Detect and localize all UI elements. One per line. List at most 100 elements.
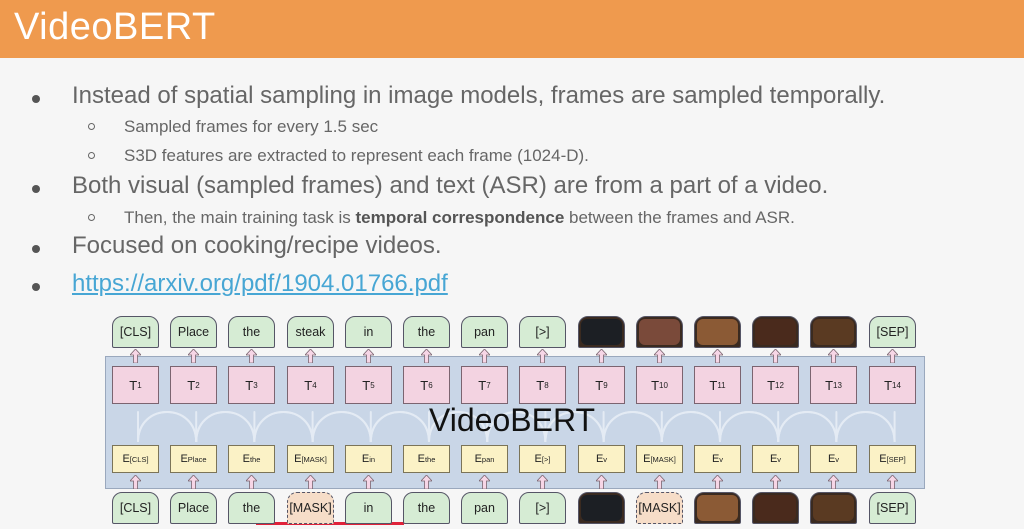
video-frame-thumbnail	[813, 495, 854, 521]
t-subscript: 14	[892, 380, 901, 390]
e-subscript: Place	[187, 454, 207, 464]
e-label: E	[879, 453, 887, 465]
t-label: T	[245, 377, 254, 393]
bullet-3: Focused on cooking/recipe videos.	[72, 232, 442, 259]
up-arrow-icon	[887, 475, 898, 489]
e-subscript: v	[835, 454, 840, 464]
e-subscript: [>]	[541, 454, 551, 464]
up-arrow-icon	[479, 349, 490, 363]
e-subscript: [MASK]	[650, 454, 676, 464]
input-embedding-e: E[>]	[519, 445, 566, 473]
e-label: E	[711, 453, 720, 465]
e-subscript: pan	[481, 454, 495, 464]
bottom-token: pan	[461, 492, 508, 524]
bottom-token	[810, 492, 857, 524]
slide-title: VideoBERT	[14, 6, 216, 48]
t-subscript: 8	[544, 380, 549, 390]
up-arrow-icon	[770, 349, 781, 363]
top-token: [SEP]	[869, 316, 916, 348]
t-subscript: 1	[137, 380, 142, 390]
bottom-token: [CLS]	[112, 492, 159, 524]
video-frame-thumbnail	[813, 319, 854, 345]
e-label: E	[534, 453, 542, 465]
attention-arc	[137, 411, 198, 442]
video-frame-thumbnail	[581, 319, 622, 345]
up-arrow-icon	[421, 475, 432, 489]
bottom-token: the	[228, 492, 275, 524]
sub-bullet-3-pre: Then, the main training task is	[124, 208, 356, 227]
top-token: the	[228, 316, 275, 348]
up-arrow-icon	[305, 349, 316, 363]
t-label: T	[767, 377, 776, 393]
top-token	[636, 316, 683, 348]
up-arrow-icon	[188, 349, 199, 363]
top-token: Place	[170, 316, 217, 348]
input-embedding-e: E[MASK]	[287, 445, 334, 473]
e-label: E	[417, 453, 425, 465]
e-subscript: v	[719, 454, 724, 464]
bottom-token	[752, 492, 799, 524]
top-token	[578, 316, 625, 348]
t-subscript: 13	[833, 380, 842, 390]
video-frame-thumbnail	[755, 495, 796, 521]
top-token: the	[403, 316, 450, 348]
up-arrow-icon	[654, 475, 665, 489]
bottom-token	[578, 492, 625, 524]
t-subscript: 7	[486, 380, 491, 390]
sub-bullet-circle-icon	[88, 214, 95, 221]
t-label: T	[709, 377, 718, 393]
up-arrow-icon	[828, 349, 839, 363]
t-label: T	[362, 377, 371, 393]
t-subscript: 6	[428, 380, 433, 390]
up-arrow-icon	[596, 349, 607, 363]
t-subscript: 4	[312, 380, 317, 390]
t-subscript: 9	[603, 380, 608, 390]
up-arrow-icon	[421, 349, 432, 363]
up-arrow-icon	[770, 475, 781, 489]
top-token	[694, 316, 741, 348]
t-label: T	[420, 377, 429, 393]
t-subscript: 12	[775, 380, 784, 390]
e-subscript: v	[777, 454, 782, 464]
e-label: E	[827, 453, 836, 465]
paper-link[interactable]: https://arxiv.org/pdf/1904.01766.pdf	[72, 270, 448, 297]
up-arrow-icon	[712, 475, 723, 489]
up-arrow-icon	[130, 349, 141, 363]
t-subscript: 5	[370, 380, 375, 390]
e-label: E	[474, 453, 482, 465]
e-subscript: the	[424, 454, 436, 464]
video-frame-thumbnail	[697, 319, 738, 345]
t-subscript: 10	[659, 380, 668, 390]
e-label: E	[122, 453, 130, 465]
e-subscript: in	[369, 454, 376, 464]
e-subscript: [MASK]	[301, 454, 327, 464]
bottom-token: in	[345, 492, 392, 524]
t-label: T	[536, 377, 545, 393]
e-label: E	[294, 453, 302, 465]
attention-arc	[311, 411, 372, 442]
up-arrow-icon	[363, 349, 374, 363]
video-frame-thumbnail	[639, 319, 680, 345]
slide-header: VideoBERT	[0, 0, 1024, 58]
up-arrow-icon	[537, 475, 548, 489]
input-embedding-e: E[SEP]	[869, 445, 916, 473]
up-arrow-icon	[188, 475, 199, 489]
top-token: steak	[287, 316, 334, 348]
attention-arc	[602, 411, 663, 442]
up-arrow-icon	[363, 475, 374, 489]
